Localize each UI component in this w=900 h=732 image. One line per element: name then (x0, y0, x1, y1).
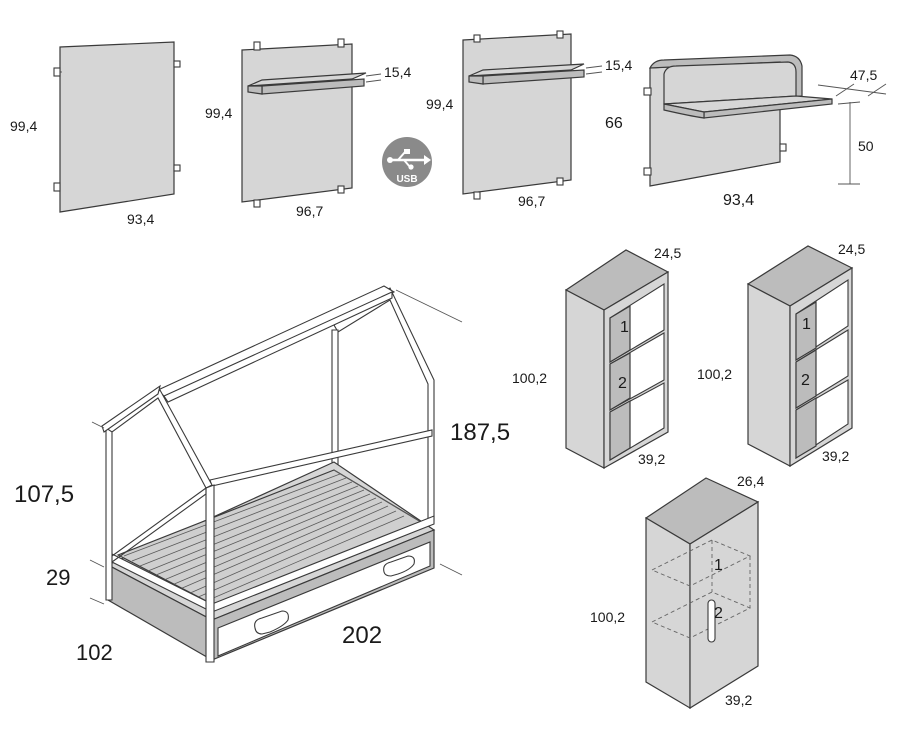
wall-panel-with-shelf-usb (462, 30, 603, 200)
desk-width-label: 93,4 (723, 192, 754, 209)
panel3-width-label: 96,7 (518, 193, 545, 209)
desk-panel-height-label: 66 (605, 115, 623, 132)
house-bed (89, 285, 463, 663)
bookcase-b-depth-label: 24,5 (838, 241, 865, 257)
desk-height-label: 50 (858, 138, 874, 154)
panel3-height-label: 99,4 (426, 96, 453, 112)
wall-desk-panel (643, 54, 887, 187)
desk-depth-label: 47,5 (850, 67, 877, 83)
panel2-shelf-depth-label: 15,4 (384, 64, 411, 80)
bed-total-height-label: 187,5 (450, 419, 510, 446)
cabinet-compartment-2: 2 (714, 605, 723, 622)
bookcase-a (564, 249, 670, 470)
panel1-height-label: 99,4 (10, 118, 37, 134)
wall-panel-plain (53, 41, 181, 213)
bookcase-b-width-label: 39,2 (822, 448, 849, 464)
usb-badge-label: USB (396, 174, 417, 185)
cabinet-width-label: 39,2 (725, 692, 752, 708)
bookcase-b-compartment-1: 1 (802, 316, 811, 333)
cabinet-with-door (644, 477, 760, 710)
bed-frame-height-label: 107,5 (14, 481, 74, 508)
panel2-height-label: 99,4 (205, 105, 232, 121)
cabinet-door-handle (707, 599, 716, 643)
panel3-shelf-depth-label: 15,4 (605, 57, 632, 73)
bed-slats (119, 469, 427, 607)
bookcase-b (746, 245, 854, 468)
wall-panel-with-shelf (241, 38, 382, 208)
bed-trundle-height-label: 29 (46, 565, 70, 590)
cabinet-height-label: 100,2 (590, 609, 625, 625)
bookcase-a-compartment-1: 1 (620, 319, 629, 336)
bookcase-a-depth-label: 24,5 (654, 245, 681, 261)
bed-length-label: 202 (342, 622, 382, 649)
cabinet-depth-label: 26,4 (737, 473, 764, 489)
bookcase-b-compartment-2: 2 (801, 372, 810, 389)
bookcase-b-height-label: 100,2 (697, 366, 732, 382)
usb-icon (382, 137, 432, 187)
bookcase-a-width-label: 39,2 (638, 451, 665, 467)
panel2-width-label: 96,7 (296, 203, 323, 219)
bookcase-a-height-label: 100,2 (512, 370, 547, 386)
bookcase-a-compartment-2: 2 (618, 375, 627, 392)
cabinet-compartment-1: 1 (714, 557, 723, 574)
panel1-width-label: 93,4 (127, 211, 154, 227)
bed-width-label: 102 (76, 640, 113, 665)
